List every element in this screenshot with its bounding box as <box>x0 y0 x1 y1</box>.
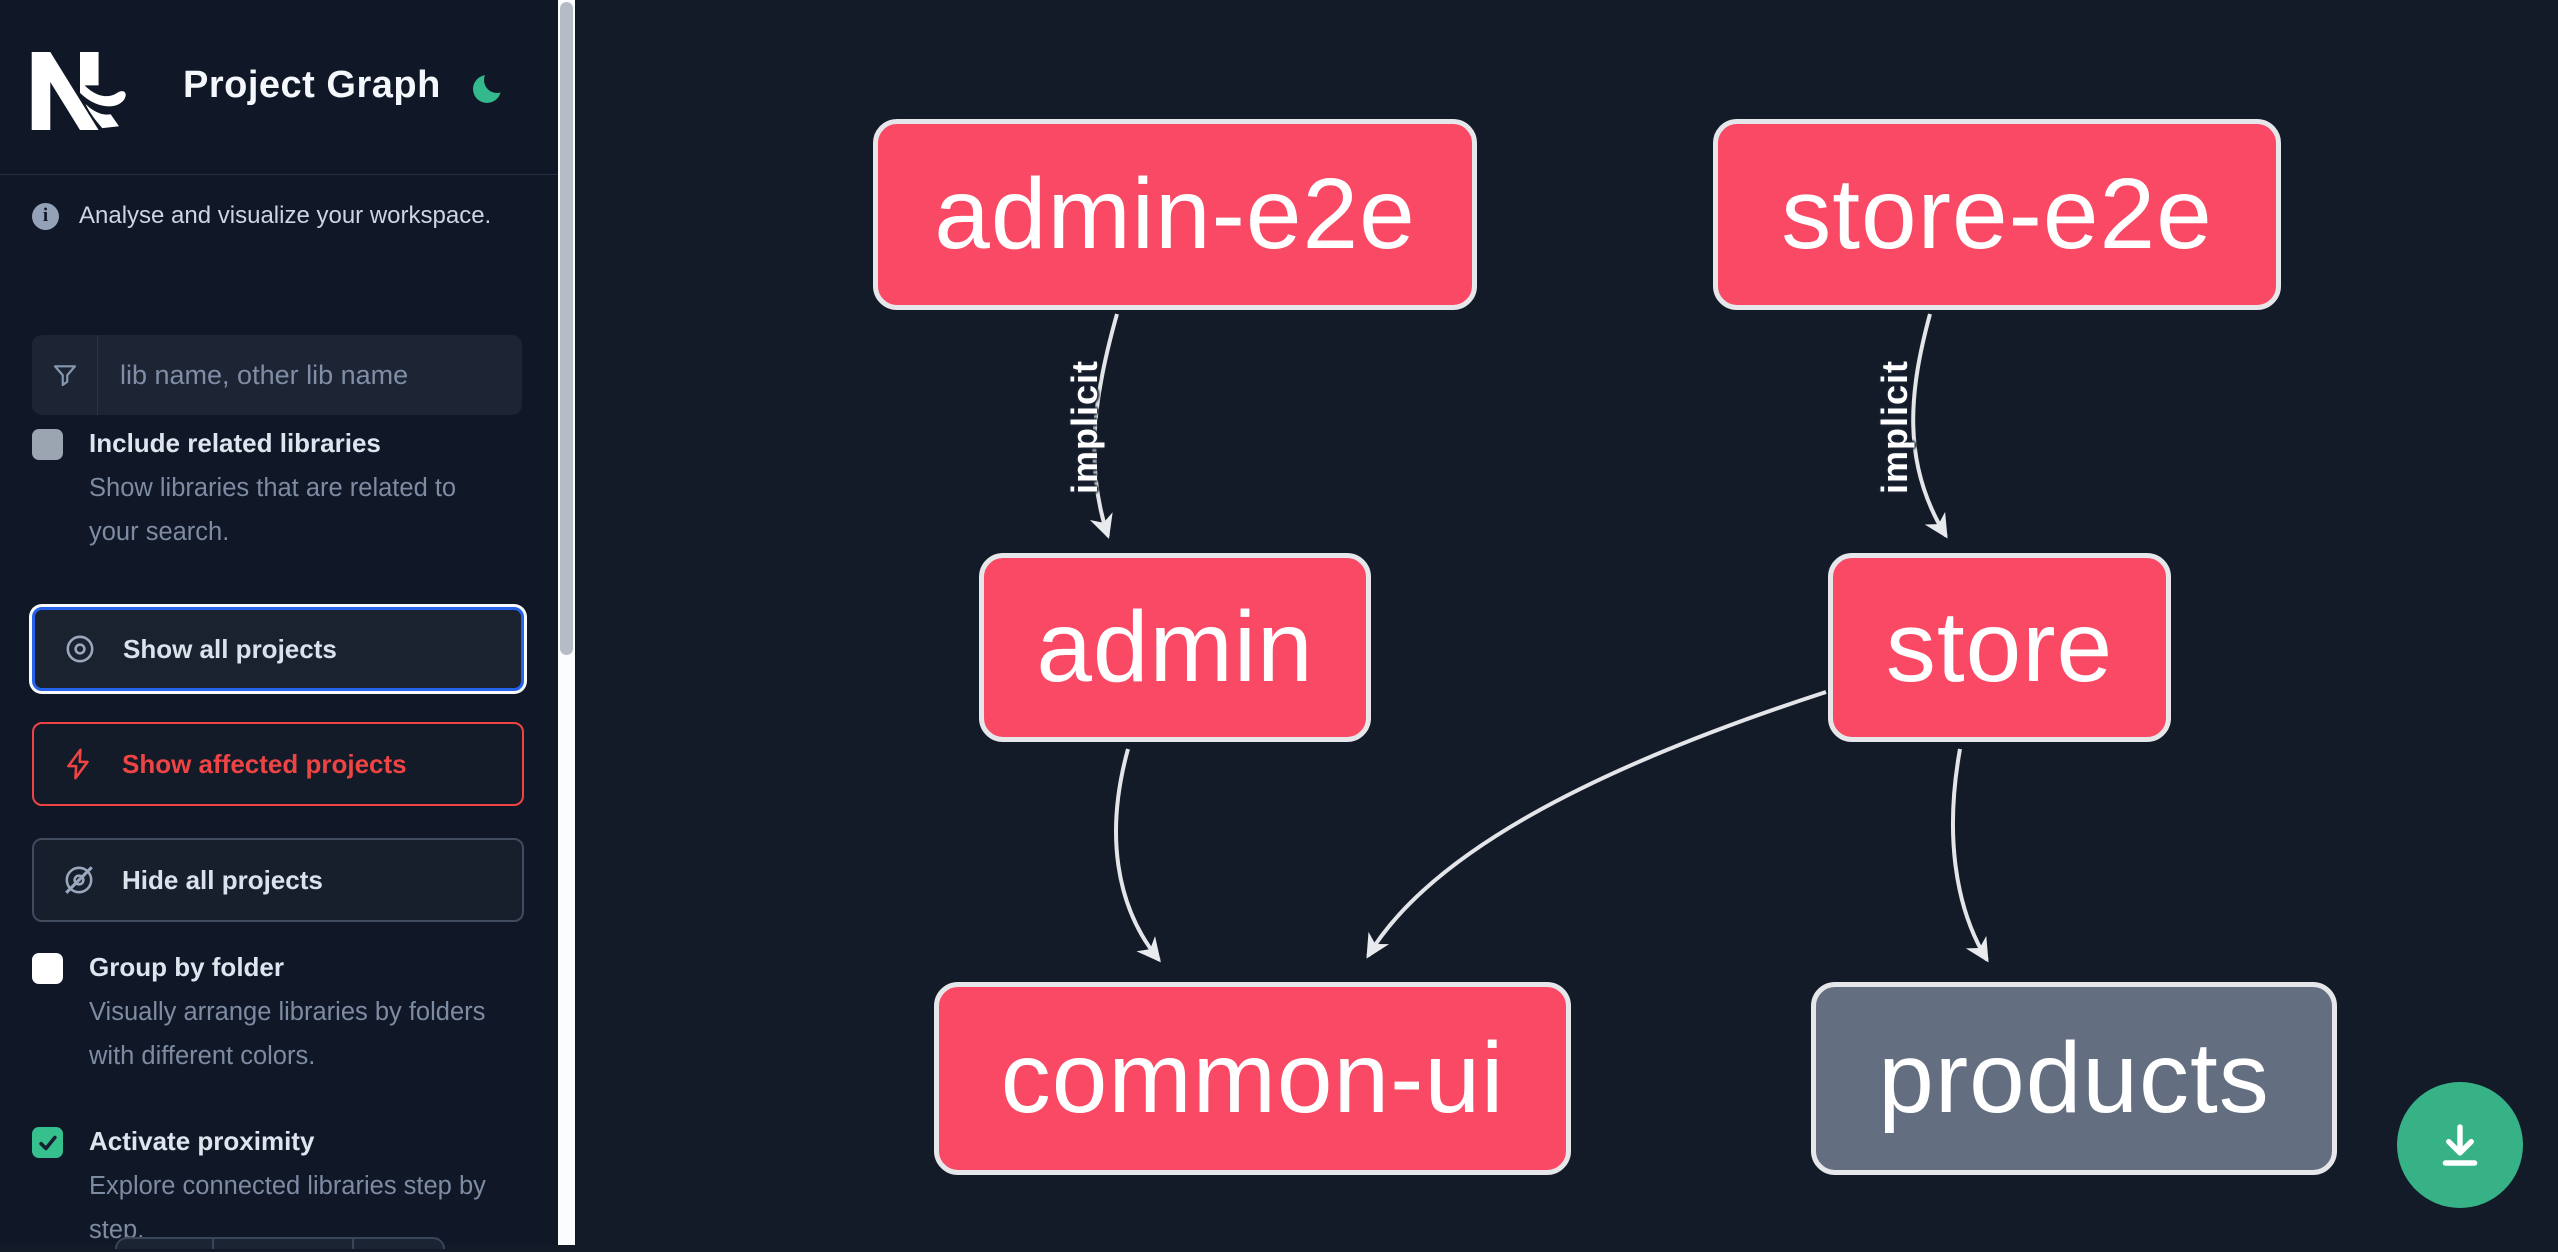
eye-off-icon <box>65 866 93 894</box>
button-label: Show all projects <box>123 633 337 664</box>
toggle-label[interactable]: Group by folder <box>89 952 284 982</box>
sidebar-scrollbar-thumb[interactable] <box>560 2 573 655</box>
sidebar: Project Graph i Analyse and visualize yo… <box>0 0 576 1249</box>
check-icon <box>38 1135 57 1150</box>
show-affected-projects-button[interactable]: Show affected projects <box>32 722 524 806</box>
search-input[interactable] <box>98 335 522 415</box>
toggle-label[interactable]: Include related libraries <box>89 428 381 458</box>
checkbox-activate-proximity[interactable] <box>32 1127 63 1158</box>
toggle-activate-proximity: Activate proximity Explore connected lib… <box>32 1124 502 1252</box>
edge-label-implicit: implicit <box>1064 359 1105 495</box>
filter-funnel-icon <box>32 335 98 415</box>
edge-store-common-ui <box>1366 690 1827 959</box>
download-icon <box>2442 1124 2478 1166</box>
info-icon: i <box>32 202 59 230</box>
edge-admin-e2e-admin <box>1089 313 1119 539</box>
node-admin[interactable]: admin <box>979 553 1371 742</box>
node-store[interactable]: store <box>1828 553 2171 742</box>
checkbox-include-related-libraries[interactable] <box>32 429 63 460</box>
button-label: Show affected projects <box>122 748 407 779</box>
toggle-include-related-libraries: Include related libraries Show libraries… <box>32 426 502 554</box>
node-products[interactable]: products <box>1811 982 2337 1175</box>
download-graph-button[interactable] <box>2397 1082 2523 1208</box>
edge-store-e2e-store <box>1911 313 1948 539</box>
toggle-label[interactable]: Activate proximity <box>89 1126 315 1156</box>
toggle-description: Show libraries that are related to your … <box>89 474 457 546</box>
page-title: Project Graph <box>183 64 441 106</box>
hide-all-projects-button[interactable]: Hide all projects <box>32 838 524 922</box>
edge-label-implicit: implicit <box>1874 359 1915 495</box>
edge-store-products <box>1951 748 1989 963</box>
sidebar-scrollbar-track <box>558 0 575 1245</box>
node-common-ui[interactable]: common-ui <box>934 982 1571 1175</box>
nx-logo-icon <box>31 52 126 130</box>
moon-icon <box>473 67 510 103</box>
edge-admin-common-ui <box>1114 748 1161 963</box>
show-all-projects-button[interactable]: Show all projects <box>32 607 524 691</box>
workspace-info: i Analyse and visualize your workspace. <box>32 202 491 230</box>
workspace-tagline: Analyse and visualize your workspace. <box>79 202 492 229</box>
theme-toggle-button[interactable] <box>470 67 510 108</box>
graph-edges <box>1089 313 1989 963</box>
toggle-description: Visually arrange libraries by folders wi… <box>89 998 486 1070</box>
search-box <box>32 335 522 415</box>
toggle-group-by-folder: Group by folder Visually arrange librari… <box>32 950 502 1078</box>
node-admin-e2e[interactable]: admin-e2e <box>873 119 1477 310</box>
checkbox-group-by-folder[interactable] <box>32 953 63 984</box>
sidebar-header: Project Graph <box>0 0 558 175</box>
project-graph-canvas[interactable]: implicit implicit admin-e2e store-e2e ad… <box>576 0 2558 1245</box>
proximity-stepper-partial[interactable] <box>115 1237 445 1249</box>
bolt-icon <box>67 748 89 780</box>
eye-icon <box>66 635 94 663</box>
node-store-e2e[interactable]: store-e2e <box>1713 119 2281 310</box>
button-label: Hide all projects <box>122 864 323 895</box>
